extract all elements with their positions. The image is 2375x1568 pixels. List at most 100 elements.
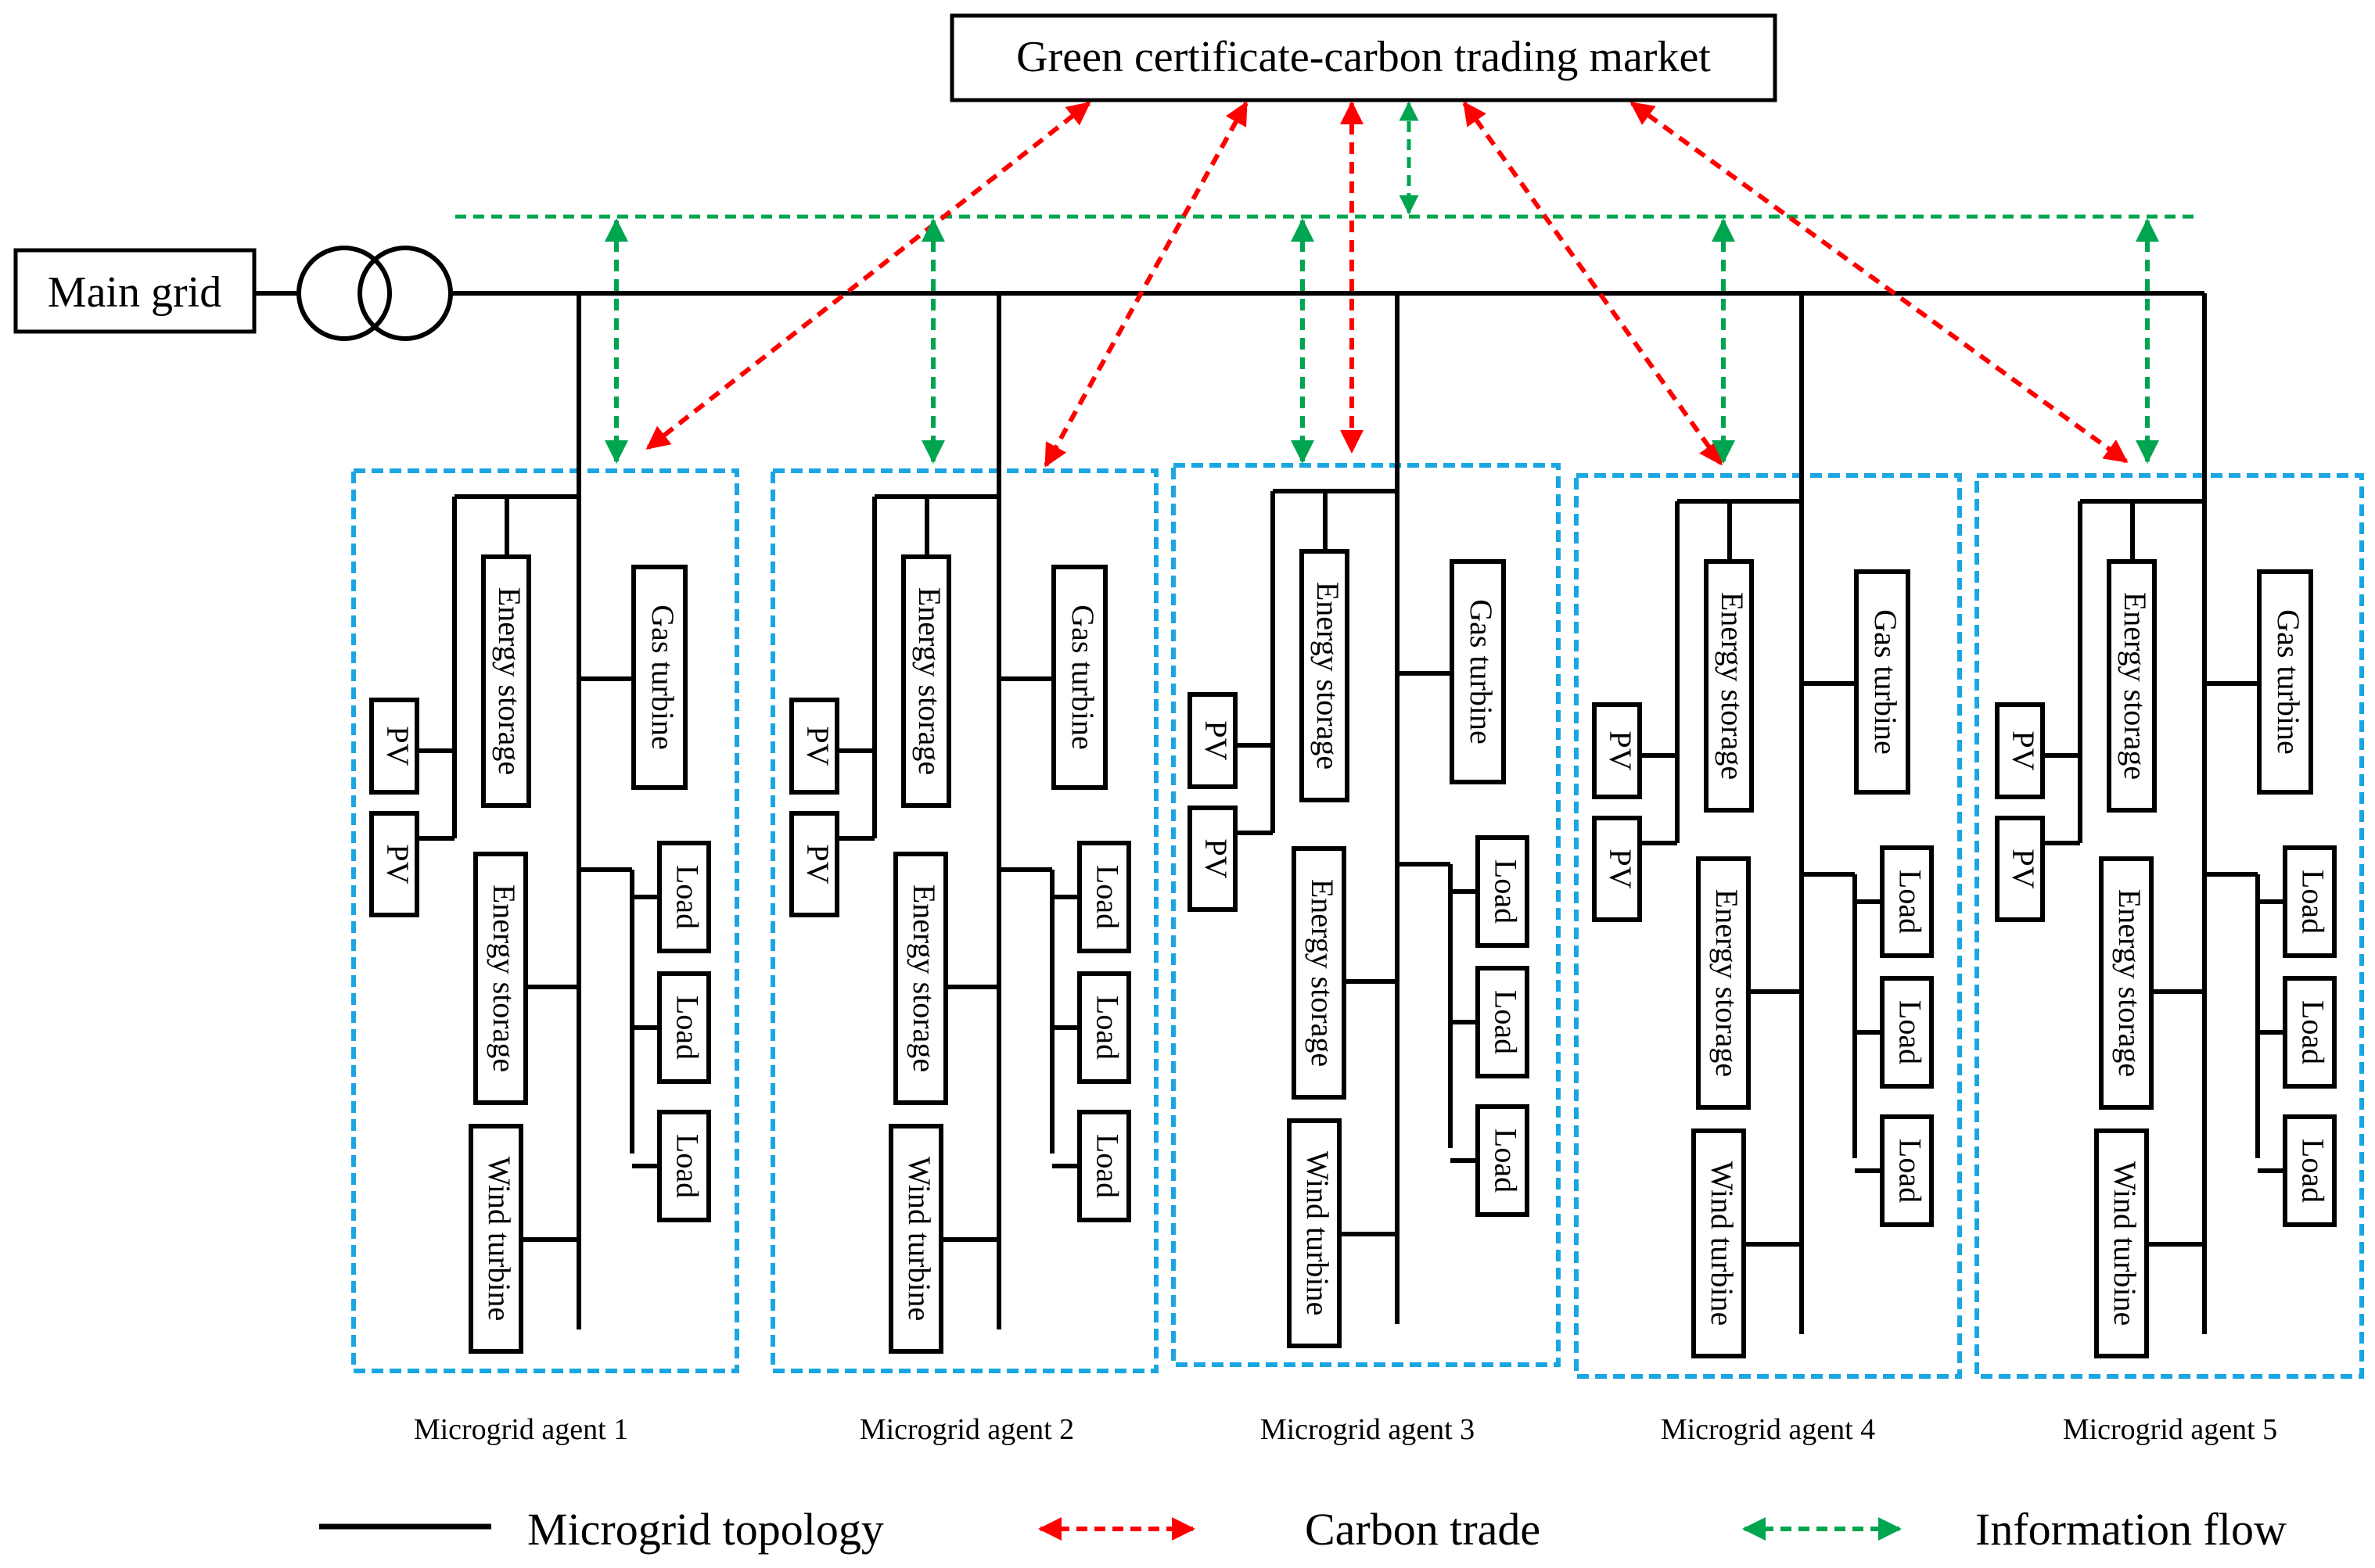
carbon-trade-arrow-2 <box>1044 101 1249 468</box>
energy-storage-1-label: Energy storage <box>912 587 947 775</box>
agent-boundary <box>1974 473 2364 1379</box>
energy-storage-2-box <box>473 852 528 1105</box>
load-3-label: Load <box>2295 1139 2330 1203</box>
pv-panel-2: PV <box>1188 806 1238 912</box>
agent-boundary <box>771 468 1159 1373</box>
wind-turbine: Wind turbine <box>1287 1118 1342 1348</box>
pv-panel-1-label: PV <box>800 726 835 766</box>
carbon-trade-arrow-4 <box>1462 101 1723 466</box>
pv-panel-2: PV <box>1995 816 2045 922</box>
pv-panel-1: PV <box>369 698 419 795</box>
energy-storage-1-box <box>481 554 531 808</box>
energy-storage-1: Energy storage <box>2107 559 2157 813</box>
load-2-label: Load <box>670 996 705 1060</box>
energy-storage-2-box <box>1696 856 1751 1110</box>
gas-turbine: Gas turbine <box>631 565 688 790</box>
legend-info-label: Information flow <box>1975 1504 2287 1555</box>
gas-turbine-label: Gas turbine <box>1464 599 1499 745</box>
load-2: Load <box>1475 966 1529 1078</box>
wind-turbine: Wind turbine <box>2094 1128 2149 1358</box>
load-2-label: Load <box>1488 990 1523 1054</box>
load-3-box <box>2283 1114 2337 1227</box>
energy-storage-1-box <box>1299 549 1349 802</box>
energy-storage-1: Energy storage <box>481 554 531 808</box>
load-1: Load <box>1880 845 1934 958</box>
load-1-box <box>2283 845 2337 958</box>
pv-panel-1: PV <box>789 698 839 795</box>
wind-turbine-label: Wind turbine <box>2107 1161 2143 1326</box>
energy-storage-1-box <box>2107 559 2157 813</box>
pv-panel-2-box <box>1592 816 1642 922</box>
agent-caption: Microgrid agent 2 <box>860 1413 1074 1446</box>
wind-turbine-box <box>1691 1128 1746 1358</box>
load-3-box <box>657 1110 711 1222</box>
load-2-label: Load <box>1892 1000 1928 1064</box>
energy-storage-2: Energy storage <box>893 852 948 1105</box>
agent-boundary <box>351 468 739 1373</box>
pv-panel-2-label: PV <box>1603 849 1638 888</box>
wind-turbine: Wind turbine <box>469 1124 523 1354</box>
energy-storage-1-box <box>1704 559 1754 813</box>
load-3: Load <box>1475 1104 1529 1217</box>
pv-panel-1-box <box>1995 702 2045 799</box>
pv-panel-1-box <box>1592 702 1642 799</box>
wind-turbine: Wind turbine <box>1691 1128 1746 1358</box>
transformer-symbol <box>254 246 462 341</box>
load-3: Load <box>657 1110 711 1222</box>
gas-turbine: Gas turbine <box>1854 569 1910 795</box>
pv-panel-1-label: PV <box>2006 730 2041 770</box>
energy-storage-2-box <box>1292 846 1346 1100</box>
pv-panel-2: PV <box>789 811 839 917</box>
load-1-box <box>1475 835 1529 948</box>
main-grid-node: Main grid <box>13 248 257 334</box>
load-3-label: Load <box>670 1134 705 1198</box>
energy-storage-1-label: Energy storage <box>1715 592 1750 780</box>
wind-turbine: Wind turbine <box>889 1124 943 1354</box>
energy-storage-2-label: Energy storage <box>2112 889 2147 1077</box>
pv-panel-2-box <box>1995 816 2045 922</box>
pv-panel-1-label: PV <box>380 726 415 766</box>
energy-storage-2: Energy storage <box>1696 856 1751 1110</box>
energy-storage-2: Energy storage <box>473 852 528 1105</box>
gas-turbine: Gas turbine <box>1051 565 1108 790</box>
load-1-label: Load <box>2295 870 2330 934</box>
legend: Microgrid topology Carbon trade Informat… <box>319 1504 2287 1555</box>
load-3-label: Load <box>1090 1134 1125 1198</box>
main-grid-box <box>13 248 257 334</box>
energy-storage-2-box <box>893 852 948 1105</box>
pv-panel-2-label: PV <box>380 844 415 884</box>
pv-panel-1-box <box>789 698 839 795</box>
wind-turbine-label: Wind turbine <box>1300 1151 1335 1316</box>
gas-turbine-box <box>1450 559 1506 784</box>
agent-caption: Microgrid agent 4 <box>1661 1413 1875 1446</box>
pv-panel-2-label: PV <box>2006 849 2041 888</box>
load-1-label: Load <box>1892 870 1928 934</box>
agent-caption: Microgrid agent 3 <box>1260 1413 1475 1446</box>
pv-panel-1-label: PV <box>1603 730 1638 770</box>
pv-panel-2-box <box>369 811 419 917</box>
gas-turbine: Gas turbine <box>1450 559 1506 784</box>
load-2-box <box>1880 976 1934 1089</box>
load-1-label: Load <box>1090 865 1125 929</box>
wind-turbine-box <box>2094 1128 2149 1358</box>
pv-panel-2: PV <box>1592 816 1642 922</box>
trading-market-node: Green certificate-carbon trading market <box>950 13 1777 102</box>
energy-storage-1: Energy storage <box>1704 559 1754 813</box>
agent-boundary <box>1574 473 1962 1379</box>
energy-storage-1-label: Energy storage <box>2118 592 2153 780</box>
trading-market-box <box>950 13 1777 102</box>
pv-panel-1: PV <box>1995 702 2045 799</box>
carbon-trade-arrow-1 <box>645 101 1091 450</box>
load-2: Load <box>657 971 711 1084</box>
load-2: Load <box>1880 976 1934 1089</box>
load-1: Load <box>1475 835 1529 948</box>
pv-panel-2-box <box>1188 806 1238 912</box>
gas-turbine-label: Gas turbine <box>1868 609 1903 755</box>
energy-storage-1: Energy storage <box>901 554 951 808</box>
energy-storage-2-label: Energy storage <box>487 884 522 1072</box>
pv-panel-2-box <box>789 811 839 917</box>
agent-caption: Microgrid agent 1 <box>414 1413 628 1446</box>
